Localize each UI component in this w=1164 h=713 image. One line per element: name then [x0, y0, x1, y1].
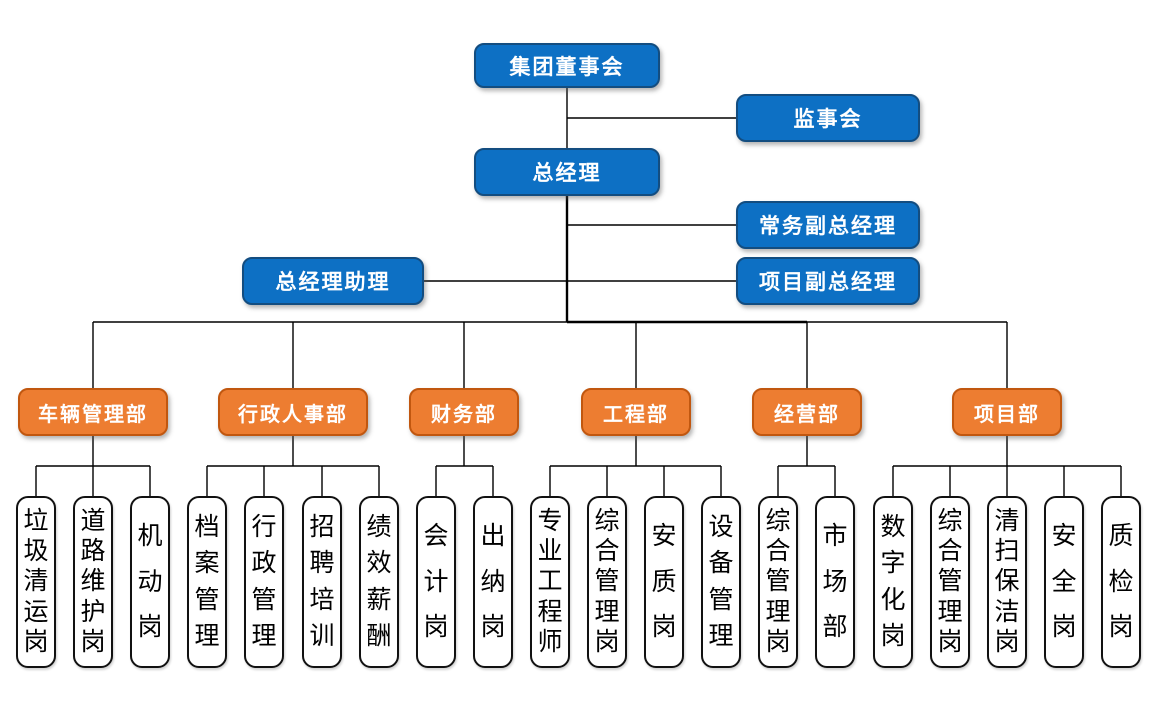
- position-box: 垃圾清运岗: [16, 496, 56, 668]
- position-label: 综合管理岗: [765, 507, 791, 656]
- position-box: 招聘培训: [302, 496, 342, 668]
- position-label: 安全岗: [1051, 522, 1077, 641]
- position-box: 会计岗: [416, 496, 456, 668]
- position-label: 档案管理: [194, 513, 220, 650]
- board-of-directors-box: 集团董事会: [474, 43, 660, 88]
- position-label: 出纳岗: [480, 522, 506, 641]
- position-box: 道路维护岗: [73, 496, 113, 668]
- dept-vehicle-management-box: 车辆管理部: [18, 388, 168, 436]
- project-deputy-gm-box: 项目副总经理: [736, 257, 920, 305]
- position-box: 出纳岗: [473, 496, 513, 668]
- position-label: 设备管理: [708, 513, 734, 650]
- position-box: 综合管理岗: [587, 496, 627, 668]
- dept-engineering-box: 工程部: [581, 388, 691, 436]
- supervisory-board-box: 监事会: [736, 94, 920, 142]
- position-label: 垃圾清运岗: [23, 507, 49, 656]
- position-box: 综合管理岗: [930, 496, 970, 668]
- position-label: 绩效薪酬: [366, 513, 392, 650]
- position-label: 质检岗: [1108, 522, 1134, 641]
- executive-deputy-gm-box: 常务副总经理: [736, 201, 920, 249]
- position-label: 招聘培训: [309, 513, 335, 650]
- position-box: 设备管理: [701, 496, 741, 668]
- position-box: 安质岗: [644, 496, 684, 668]
- position-box: 清扫保洁岗: [987, 496, 1027, 668]
- position-label: 专业工程师: [537, 507, 563, 656]
- position-label: 数字化岗: [880, 513, 906, 650]
- position-label: 会计岗: [423, 522, 449, 641]
- dept-finance-box: 财务部: [409, 388, 519, 436]
- position-label: 行政管理: [251, 513, 277, 650]
- position-label: 道路维护岗: [80, 507, 106, 656]
- position-box: 档案管理: [187, 496, 227, 668]
- general-manager-box: 总经理: [474, 148, 660, 196]
- gm-assistant-box: 总经理助理: [242, 257, 424, 305]
- position-box: 专业工程师: [530, 496, 570, 668]
- position-box: 行政管理: [244, 496, 284, 668]
- position-label: 综合管理岗: [594, 507, 620, 656]
- position-box: 综合管理岗: [758, 496, 798, 668]
- position-label: 综合管理岗: [937, 507, 963, 656]
- position-box: 安全岗: [1044, 496, 1084, 668]
- dept-hr-admin-box: 行政人事部: [218, 388, 368, 436]
- position-label: 机动岗: [137, 522, 163, 641]
- position-box: 质检岗: [1101, 496, 1141, 668]
- position-box: 机动岗: [130, 496, 170, 668]
- position-box: 数字化岗: [873, 496, 913, 668]
- position-box: 市场部: [815, 496, 855, 668]
- position-label: 市场部: [822, 522, 848, 641]
- position-label: 清扫保洁岗: [994, 507, 1020, 656]
- position-box: 绩效薪酬: [359, 496, 399, 668]
- dept-project-box: 项目部: [952, 388, 1062, 436]
- position-label: 安质岗: [651, 522, 677, 641]
- dept-operations-box: 经营部: [752, 388, 862, 436]
